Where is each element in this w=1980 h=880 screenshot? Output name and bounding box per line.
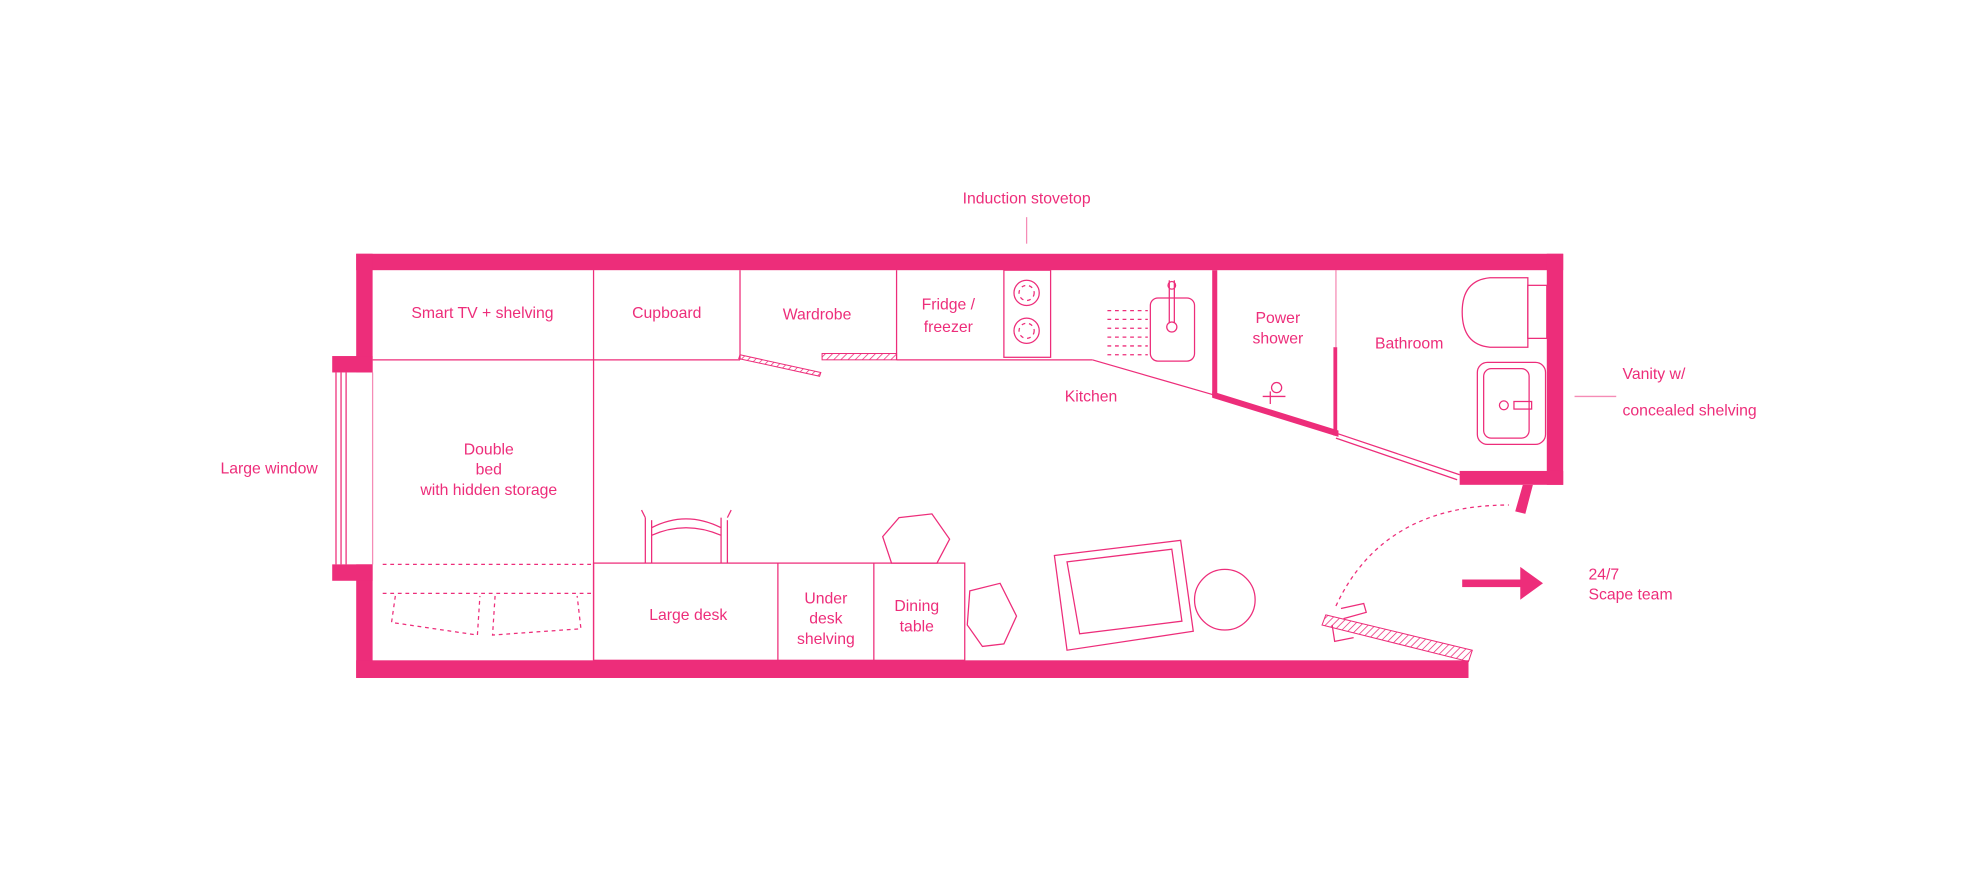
label-under-desk: Under	[804, 591, 847, 608]
label-large-desk: Large desk	[649, 607, 727, 624]
label-power-shower: shower	[1252, 330, 1303, 347]
induction-stovetop-icon	[1003, 269, 1052, 358]
exterior-walls	[332, 253, 1564, 678]
dining-chair-icon	[881, 513, 951, 564]
exit-arrow-icon	[1462, 566, 1543, 600]
double-bed	[382, 563, 594, 636]
label-under-desk: desk	[809, 611, 842, 628]
wardrobe-door	[738, 354, 822, 377]
label-bed: with hidden storage	[419, 482, 557, 499]
label-wardrobe: Wardrobe	[783, 306, 852, 323]
entrance-door	[1321, 504, 1509, 663]
label-bathroom: Bathroom	[1375, 335, 1443, 352]
label-induction-stovetop: Induction stovetop	[963, 190, 1091, 207]
label-fridge: Fridge /	[922, 296, 976, 313]
shower-head-icon	[1262, 381, 1286, 405]
label-bed: bed	[476, 462, 502, 479]
label-scape-team: 24/7	[1588, 567, 1619, 584]
label-dining-table: table	[900, 618, 934, 635]
side-table-icon	[1193, 568, 1256, 631]
label-vanity: Vanity w/	[1623, 366, 1686, 383]
label-kitchen: Kitchen	[1065, 388, 1118, 405]
vanity-sink-icon	[1476, 361, 1547, 446]
label-smart-tv: Smart TV + shelving	[411, 305, 553, 322]
label-vanity: concealed shelving	[1623, 402, 1757, 419]
label-fridge: freezer	[924, 319, 973, 336]
armchair-icon	[1053, 539, 1194, 651]
interior-partitions	[372, 270, 1460, 661]
desk-chair-icon	[640, 509, 732, 564]
label-cupboard: Cupboard	[632, 305, 701, 322]
label-bed: Double	[464, 442, 514, 459]
label-dining-table: Dining	[894, 598, 939, 615]
label-scape-team: Scape team	[1588, 587, 1672, 604]
large-window	[335, 372, 374, 565]
wardrobe-door	[821, 353, 898, 361]
toilet-icon	[1461, 277, 1548, 348]
dining-chair-icon	[966, 582, 1018, 648]
label-under-desk: shelving	[797, 631, 855, 648]
label-large-window: Large window	[220, 460, 318, 477]
large-desk	[592, 562, 966, 661]
kitchen-sink-icon	[1107, 280, 1196, 362]
label-power-shower: Power	[1256, 310, 1301, 327]
